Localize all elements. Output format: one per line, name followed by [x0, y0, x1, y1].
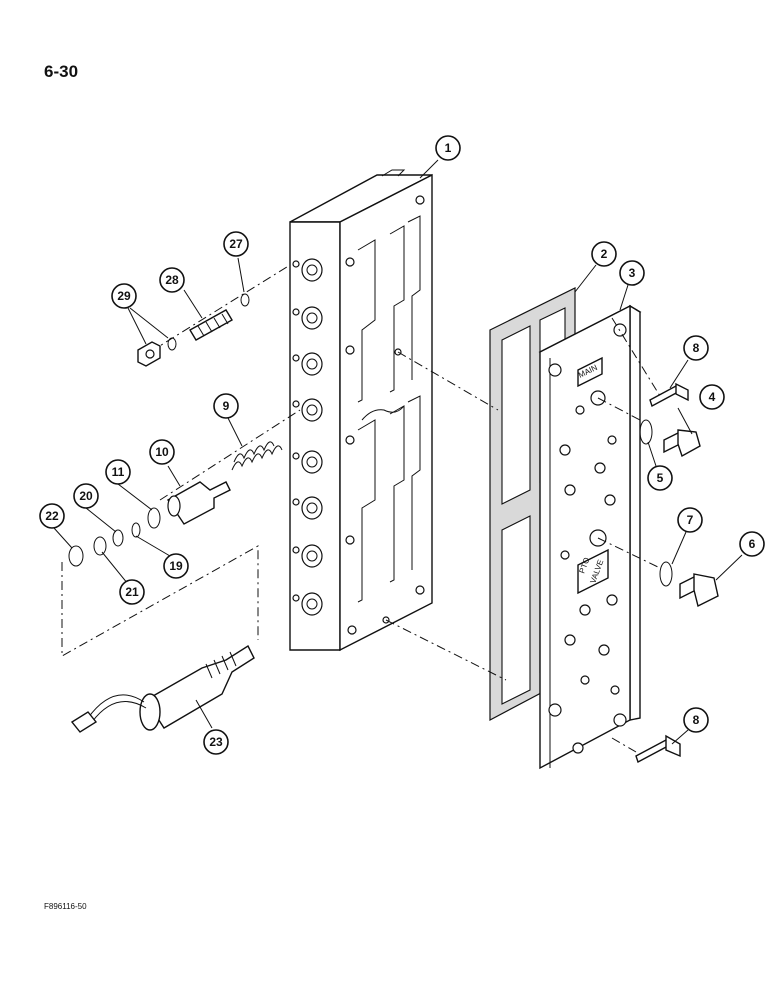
callout-23-text: 23	[209, 735, 223, 749]
oring-27	[240, 293, 250, 307]
callout-1: 1	[435, 135, 461, 161]
assembly-lines	[61, 264, 661, 753]
callout-9: 9	[213, 393, 239, 419]
callout-2: 2	[591, 241, 617, 267]
oring-7	[659, 561, 673, 587]
callout-11: 11	[105, 459, 131, 485]
callout-5-text: 5	[657, 471, 664, 485]
ring-21	[93, 536, 107, 556]
plug-6	[679, 573, 719, 608]
spring-28	[189, 309, 233, 341]
callout-21: 21	[119, 579, 145, 605]
callout-29-text: 29	[117, 289, 131, 303]
seal-11	[147, 507, 161, 529]
leader-lines	[53, 159, 743, 745]
callout-6: 6	[739, 531, 765, 557]
callout-11-text: 11	[112, 465, 125, 479]
callout-7: 7	[677, 507, 703, 533]
valve-bores	[292, 258, 323, 616]
callout-8-upper: 8	[683, 335, 709, 361]
callout-8-lower-text: 8	[693, 713, 700, 727]
callout-19-text: 19	[169, 559, 183, 573]
ring-22	[68, 545, 84, 567]
callout-27: 27	[223, 231, 249, 257]
bolt-8-lower	[635, 734, 681, 764]
callout-21-text: 21	[125, 585, 139, 599]
page-number: 6-30	[44, 62, 79, 81]
callout-7-text: 7	[687, 513, 694, 527]
callout-2-text: 2	[601, 247, 608, 261]
callout-23: 23	[203, 729, 229, 755]
callout-28-text: 28	[165, 273, 179, 287]
callout-28: 28	[159, 267, 185, 293]
callout-1-text: 1	[445, 141, 452, 155]
figure-code: F896116-50	[44, 902, 87, 911]
ring-19	[131, 522, 141, 538]
callout-6-text: 6	[749, 537, 756, 551]
callout-5: 5	[647, 465, 673, 491]
spring-9	[231, 441, 283, 471]
bolt-8-upper	[649, 382, 689, 408]
oring-5	[639, 419, 653, 445]
plug-29	[137, 337, 177, 367]
spool-10	[166, 481, 231, 525]
callout-3-text: 3	[629, 266, 636, 280]
callout-10-text: 10	[155, 445, 169, 459]
callout-4-text: 4	[709, 390, 716, 404]
callout-27-text: 27	[229, 237, 243, 251]
callout-8-lower: 8	[683, 707, 709, 733]
valve-body	[289, 169, 433, 652]
callout-3: 3	[619, 260, 645, 286]
ring-20	[112, 529, 124, 547]
callout-8-upper-text: 8	[693, 341, 700, 355]
callout-4: 4	[699, 384, 725, 410]
plug-4	[663, 429, 701, 458]
callout-22: 22	[39, 503, 65, 529]
solenoid-23	[70, 644, 255, 733]
callout-22-text: 22	[45, 509, 59, 523]
callout-19: 19	[163, 553, 189, 579]
cover-plate: MAIN PTO VALVE	[538, 304, 642, 770]
callout-10: 10	[149, 439, 175, 465]
callout-29: 29	[111, 283, 137, 309]
callout-20: 20	[73, 483, 99, 509]
callout-9-text: 9	[223, 399, 230, 413]
callout-20-text: 20	[79, 489, 93, 503]
